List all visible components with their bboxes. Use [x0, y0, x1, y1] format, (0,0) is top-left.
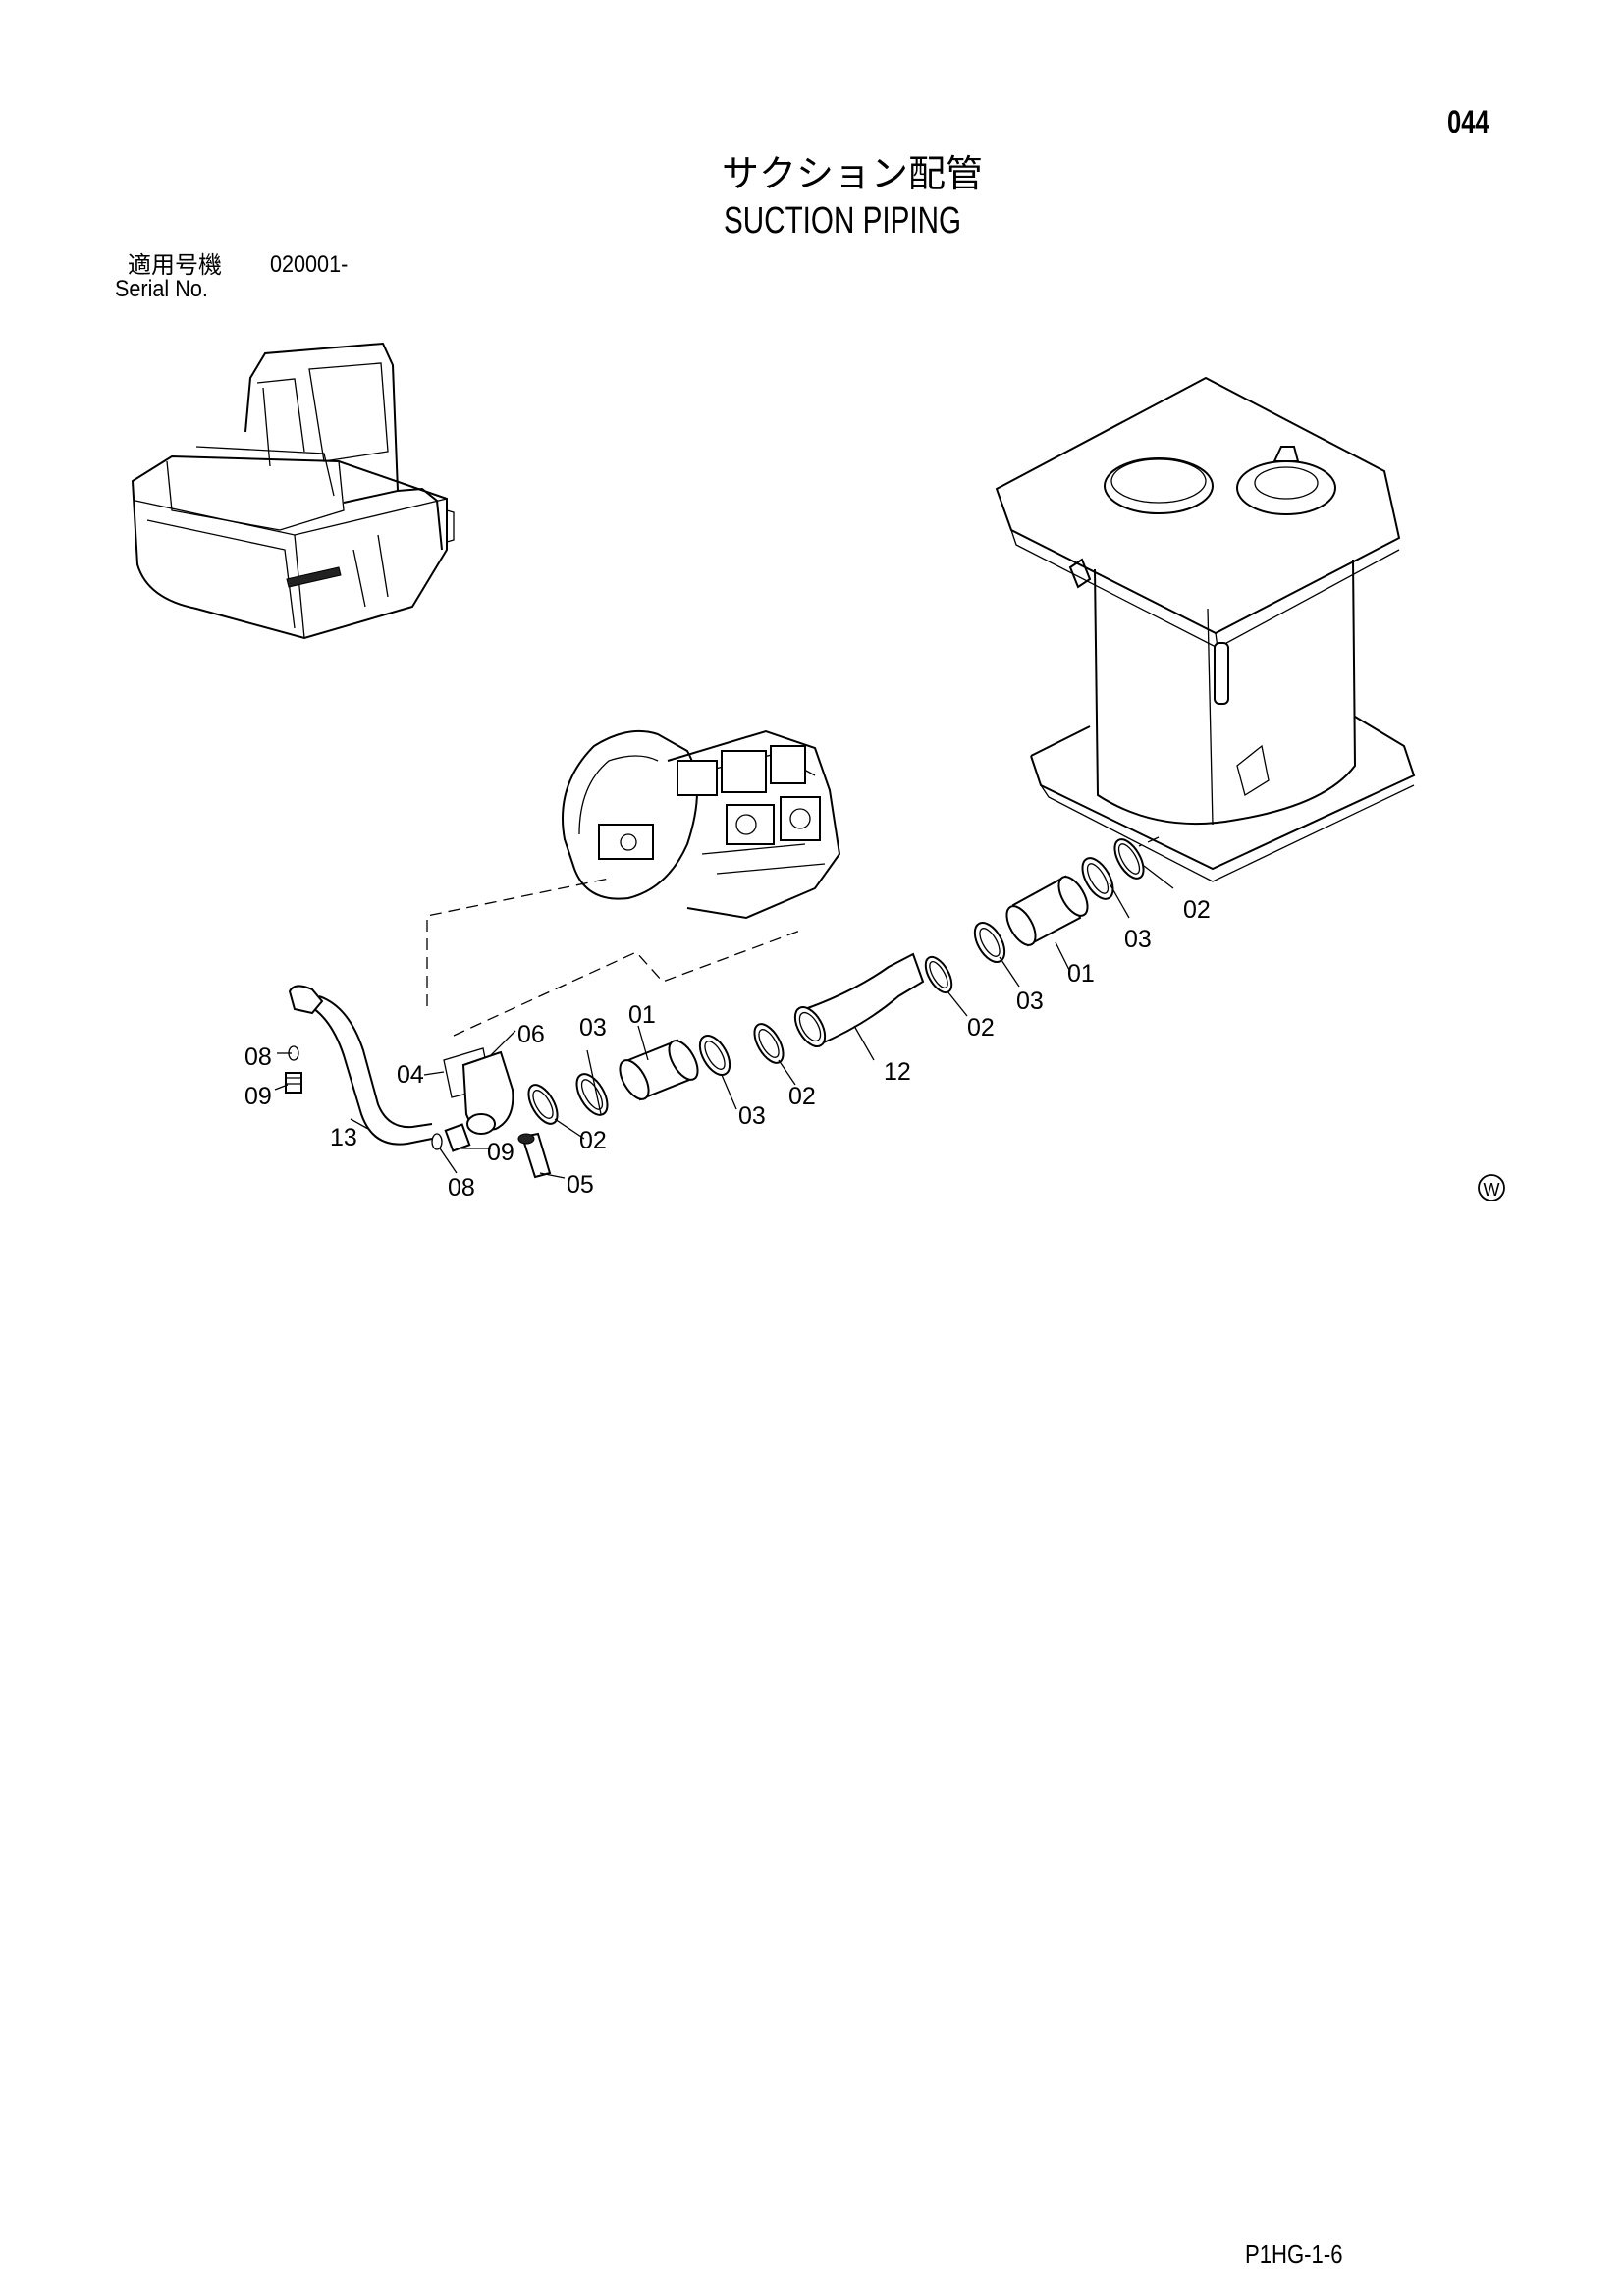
callout-02: 02: [579, 1127, 607, 1154]
page-title-english: SUCTION PIPING: [724, 200, 962, 241]
dashed-leader-lines: [426, 836, 1160, 1037]
circled-w-mark: W: [1478, 1174, 1505, 1201]
callout-03: 03: [738, 1102, 766, 1130]
callout-01: 01: [1067, 960, 1095, 988]
callout-08: 08: [448, 1174, 475, 1201]
callout-01: 01: [628, 1001, 656, 1029]
callout-12: 12: [884, 1058, 911, 1086]
main-pump-assembly: [562, 729, 841, 920]
hydraulic-oil-tank: [995, 376, 1416, 882]
callout-08: 08: [244, 1043, 272, 1071]
callout-04: 04: [397, 1061, 424, 1089]
callout-02: 02: [967, 1014, 995, 1041]
footer-code: P1HG-1-6: [1245, 2239, 1343, 2269]
callout-03: 03: [1016, 988, 1044, 1015]
callout-03: 03: [579, 1014, 607, 1041]
callout-06: 06: [517, 1021, 545, 1048]
callout-13: 13: [330, 1124, 357, 1151]
callout-09: 09: [487, 1139, 514, 1166]
serial-range: 020001-: [270, 251, 349, 278]
callout-02: 02: [788, 1083, 816, 1110]
callout-09: 09: [244, 1083, 272, 1110]
callout-03: 03: [1124, 926, 1152, 953]
excavator-locator-illustration: [131, 342, 455, 640]
callout-02: 02: [1183, 896, 1211, 924]
suction-piping-parts: [285, 838, 1145, 1179]
page-number: 044: [1447, 104, 1489, 139]
page-title-japanese: サクション配管: [722, 152, 984, 195]
serial-label-english: Serial No.: [115, 276, 208, 302]
callout-leaders: [274, 865, 1174, 1179]
mark-letter: W: [1484, 1180, 1500, 1200]
suction-piping-diagram: 02 03 01 03 02 12 02 03 01 03 06 04 02 0…: [131, 342, 1505, 1201]
callout-05: 05: [567, 1171, 594, 1199]
callout-labels: 02 03 01 03 02 12 02 03 01 03 06 04 02 0…: [244, 896, 1211, 1201]
serial-label-japanese: 適用号機: [128, 251, 222, 279]
